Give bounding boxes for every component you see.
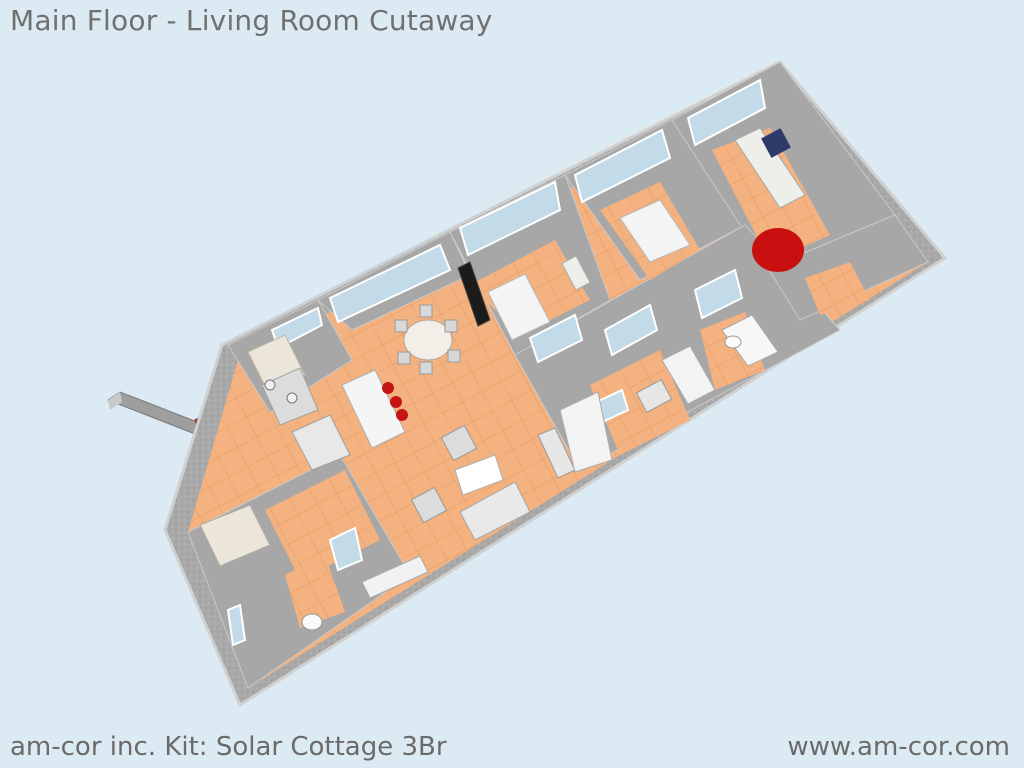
- wall-tv: [457, 261, 491, 327]
- master-bedroom-furniture: [734, 127, 806, 272]
- kitchen-island: [341, 369, 408, 449]
- kit-label: am-cor inc. Kit: Solar Cottage 3Br: [10, 732, 447, 762]
- cabinets: [199, 391, 613, 631]
- windows: [226, 78, 767, 647]
- living-room-furniture: [410, 424, 576, 541]
- beds: [487, 199, 691, 341]
- chimney-pipe: [106, 391, 206, 437]
- page-title: Main Floor - Living Room Cutaway: [10, 4, 493, 37]
- bathroom: [635, 314, 779, 413]
- dining-table: [394, 304, 461, 375]
- website-link[interactable]: www.am-cor.com: [787, 732, 1010, 762]
- kitchen: [247, 334, 351, 471]
